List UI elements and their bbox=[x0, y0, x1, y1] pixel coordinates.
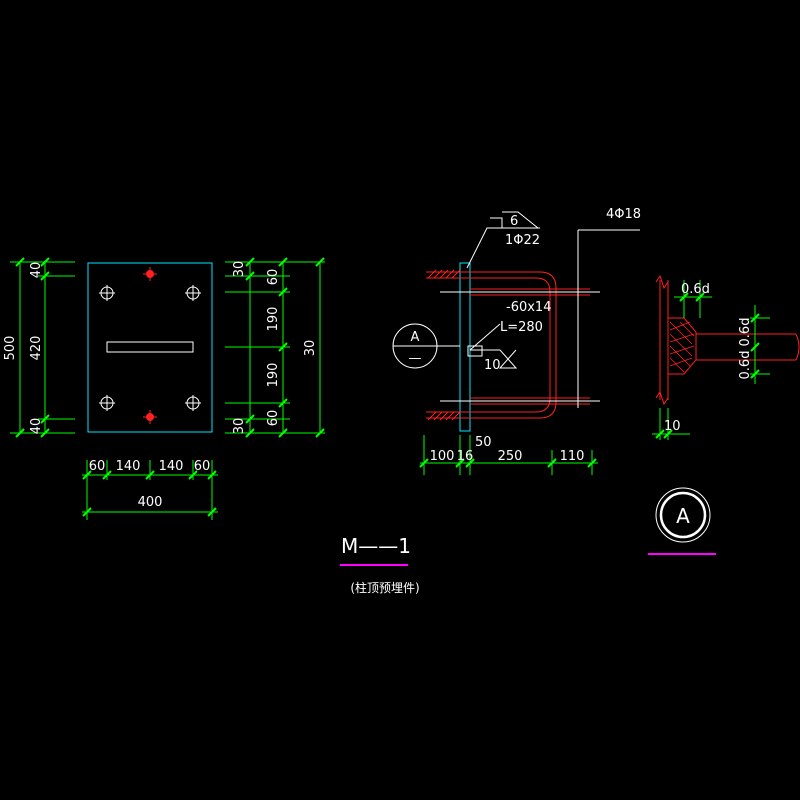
detail-right-lower-label: 0.6d bbox=[738, 351, 753, 380]
bottom-dim-60-left: 60 bbox=[89, 459, 106, 474]
weld-mark-label: 10 bbox=[484, 358, 501, 373]
left-dim-mid: 420 bbox=[29, 336, 44, 361]
right-dim-60-top: 60 bbox=[266, 269, 281, 286]
weld-detail: 0.6d 0.6d 0.6d 10 A bbox=[648, 274, 800, 555]
section-dim-16: 16 bbox=[457, 449, 474, 464]
red-stud-markers bbox=[143, 267, 157, 424]
section-view: 6 1Φ22 4Φ18 -60x14 L=280 10 A — 50 100 1… bbox=[392, 207, 641, 475]
bottom-total-dim: 400 bbox=[138, 495, 163, 510]
top-bar-label: 1Φ22 bbox=[505, 233, 540, 248]
wall-hatch bbox=[427, 269, 461, 421]
bottom-dim-60-right: 60 bbox=[194, 459, 211, 474]
rebar-u-inner bbox=[426, 277, 551, 413]
right-dim-60-bottom: 60 bbox=[266, 410, 281, 427]
callout-outer-circle bbox=[655, 487, 711, 543]
section-dim-110: 110 bbox=[560, 449, 585, 464]
detail-bubble-letter: A bbox=[411, 330, 420, 345]
break-lines bbox=[655, 274, 669, 406]
callout-inner-circle bbox=[659, 491, 707, 539]
right-dim-190-bottom: 190 bbox=[266, 363, 281, 388]
weld-leader bbox=[466, 211, 540, 269]
detail-top-label: 0.6d bbox=[681, 282, 710, 297]
section-plate bbox=[459, 262, 471, 432]
left-dim-top: 40 bbox=[29, 262, 44, 279]
plate-slot bbox=[106, 341, 194, 353]
bar-centerlines bbox=[470, 230, 600, 408]
right-bars-label: 4Φ18 bbox=[606, 207, 641, 222]
stud-bar bbox=[696, 333, 800, 361]
plate-spec-label: -60x14 bbox=[506, 300, 551, 315]
anchor-bars bbox=[470, 288, 590, 405]
embedded-plate-outline bbox=[87, 262, 213, 433]
bottom-dim-140-left: 140 bbox=[116, 459, 141, 474]
title-block: M——1 (柱顶预埋件) bbox=[340, 534, 420, 595]
drawing-subtitle: (柱顶预埋件) bbox=[350, 580, 419, 595]
right-dim-30-bottom: 30 bbox=[232, 418, 247, 435]
plate-length-label: L=280 bbox=[500, 320, 543, 335]
anchor-holes bbox=[99, 285, 201, 411]
left-total-dim: 500 bbox=[3, 336, 18, 361]
weld-symbol bbox=[470, 349, 518, 369]
section-dim-100: 100 bbox=[430, 449, 455, 464]
detail-right-upper-label: 0.6d bbox=[738, 318, 753, 347]
callout-letter: A bbox=[676, 504, 690, 528]
detail-bottom-dim: 10 bbox=[664, 419, 681, 434]
right-dim-190-top: 190 bbox=[266, 307, 281, 332]
detail-bubble-ref: — bbox=[409, 351, 422, 366]
fillet-weld bbox=[668, 317, 697, 375]
plate-spec-leader bbox=[467, 323, 501, 357]
detail-plate bbox=[659, 280, 669, 400]
right-dim-outer: 30 bbox=[303, 340, 318, 357]
rebar-u-outer bbox=[426, 271, 557, 419]
plan-view: 500 40 420 40 30 60 190 190 60 30 30 bbox=[3, 257, 325, 520]
right-dim-30-top: 30 bbox=[232, 261, 247, 278]
drawing-title: M——1 bbox=[341, 534, 411, 558]
left-dim-bottom: 40 bbox=[29, 418, 44, 435]
bottom-dim-140-right: 140 bbox=[159, 459, 184, 474]
offset-dim: 50 bbox=[475, 435, 492, 450]
weld-size-label: 6 bbox=[510, 214, 518, 229]
bar-extension-lines bbox=[440, 291, 470, 402]
weld-crosshatch bbox=[669, 321, 695, 373]
section-dim-250: 250 bbox=[498, 449, 523, 464]
